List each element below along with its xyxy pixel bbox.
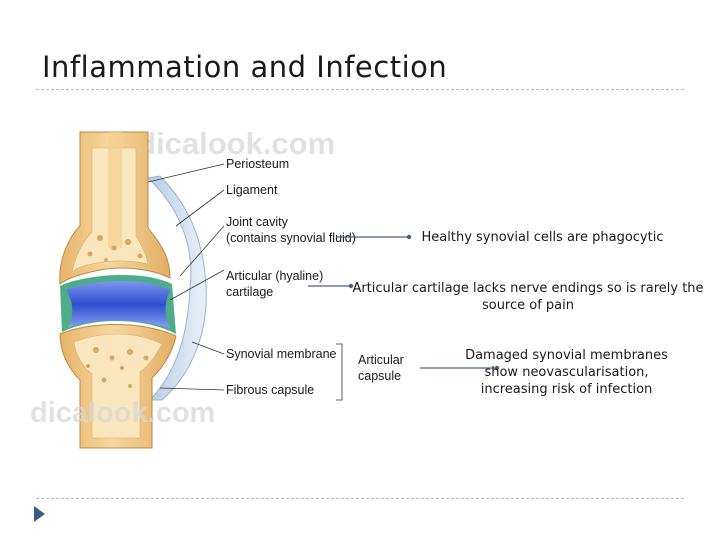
label-fibrous-capsule: Fibrous capsule [226,383,314,397]
label-periosteum: Periosteum [226,157,289,171]
arrow-damaged [420,365,500,371]
label-joint-cavity-detail: (contains synovial fluid) [226,231,356,245]
note-damaged-synovial: Damaged synovial membranes show neovascu… [465,348,668,397]
label-articular-cartilage: Articular (hyaline) [226,269,323,283]
joint-cavity [66,280,170,328]
arrow-healthy [336,234,412,240]
slide-bullet-icon [34,506,45,522]
lower-bone-marrow [73,333,163,439]
slide-title: Inflammation and Infection [42,50,448,84]
footer-divider [36,498,684,499]
label-synovial-membrane: Synovial membrane [226,347,337,361]
label-capsule: capsule [358,369,401,383]
spongy-bone-texture [86,235,149,388]
synovial-joint-diagram: Medicalook.com dicalook.com Periosteum L… [30,126,404,449]
label-joint-cavity: Joint cavity [226,215,289,229]
label-cartilage: cartilage [226,285,273,299]
note-healthy-synovial: Healthy synovial cells are phagocytic [421,230,664,245]
title-divider [36,89,684,90]
label-articular-capsule: Articular [358,353,404,367]
watermark-bottom: dicalook.com [30,397,215,429]
leader-lines [147,163,343,401]
ligament-sleeve [146,175,207,401]
upper-cortex-notch [108,132,122,248]
note-cartilage-pain: Articular cartilage lacks nerve endings … [352,281,704,313]
label-ligament: Ligament [226,183,278,197]
arrow-cartilage [308,283,354,289]
